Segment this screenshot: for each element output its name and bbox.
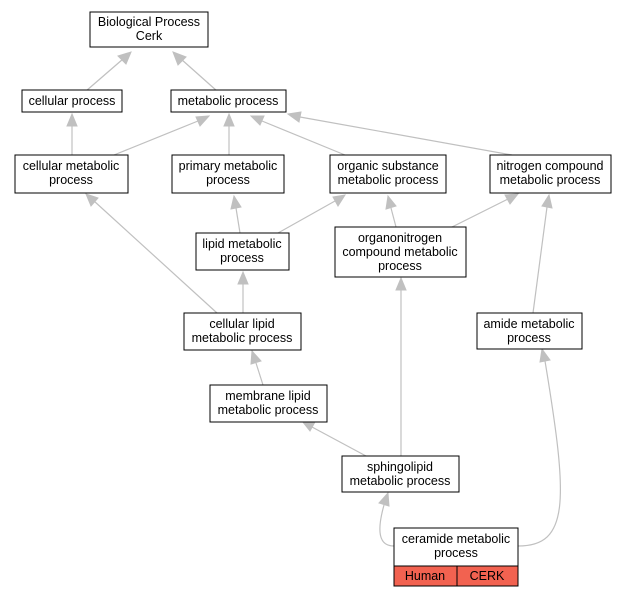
edge-celllipid-to-lipid [237, 270, 249, 313]
node-amide-metabolic-process[interactable]: amide metabolic process [476, 312, 583, 350]
node-label-line-1: cellular lipid [209, 317, 274, 331]
node-label-line-1: organonitrogen [358, 231, 442, 245]
node-ceramide-metabolic-process[interactable]: ceramide metabolic process [393, 527, 519, 567]
node-membrane-lipid-metabolic-process[interactable]: membrane lipid metabolic process [209, 384, 328, 423]
edge-lipid-to-organic [277, 194, 347, 234]
edge-sphingo-to-membrane [300, 420, 367, 457]
edge-organic-to-metabolic [249, 115, 346, 156]
edge-cellmeta-to-metabolic [113, 115, 211, 156]
node-cellular-lipid-metabolic-process[interactable]: cellular lipid metabolic process [183, 312, 302, 351]
node-label-line-2: metabolic process [192, 331, 293, 345]
node-label-line-1: amide metabolic [483, 317, 574, 331]
node-label-line-1: membrane lipid [225, 389, 311, 403]
node-label-line-2: metabolic process [218, 403, 319, 417]
node-biological-process[interactable]: Biological Process Cerk [89, 11, 209, 48]
node-label-line-1: cellular metabolic [23, 159, 120, 173]
edge-ceramide-to-sphingo [378, 491, 395, 547]
edge-organonitro-to-organic [385, 194, 397, 228]
node-label-line-2: Cerk [136, 29, 163, 43]
node-label-line-2: process [49, 173, 93, 187]
edge-lipid-to-primary [230, 194, 242, 234]
edge-amide-to-nitrogen [532, 193, 553, 314]
node-organonitrogen-compound-metabolic-process[interactable]: organonitrogen compound metabolic proces… [334, 226, 467, 278]
node-label-line-1: lipid metabolic [202, 237, 281, 251]
node-label-line-2: process [206, 173, 250, 187]
node-primary-metabolic-process[interactable]: primary metabolic process [171, 154, 285, 194]
edge-cellular-to-bp [85, 51, 132, 92]
node-lipid-metabolic-process[interactable]: lipid metabolic process [195, 232, 290, 271]
node-label-line-2: process [220, 251, 264, 265]
node-label-line-1: organic substance [337, 159, 439, 173]
annotation-row: Human CERK [393, 565, 519, 587]
edge-primary-to-metabolic [223, 112, 235, 155]
node-organic-substance-metabolic-process[interactable]: organic substance metabolic process [329, 154, 447, 194]
node-label-line-1: sphingolipid [367, 460, 433, 474]
node-label-line-1: nitrogen compound [496, 159, 603, 173]
node-cellular-process[interactable]: cellular process [21, 89, 123, 113]
node-metabolic-process[interactable]: metabolic process [170, 89, 287, 113]
node-nitrogen-compound-metabolic-process[interactable]: nitrogen compound metabolic process [489, 154, 612, 194]
node-label-line-3: process [378, 259, 422, 273]
annotation-gene-cell [456, 565, 519, 587]
node-label-line-1: ceramide metabolic [402, 532, 510, 546]
annotation-species-label: Human [405, 569, 445, 583]
edge-sphingo-to-organonitro [395, 276, 407, 456]
edge-metabolic-to-bp [172, 51, 218, 92]
node-label-line-2: metabolic process [338, 173, 439, 187]
edge-celllipid-to-cellmeta [85, 193, 218, 314]
edges [66, 51, 561, 547]
annotation-gene-label: CERK [470, 569, 505, 583]
node-cellular-metabolic-process[interactable]: cellular metabolic process [14, 154, 129, 194]
edge-cellmeta-to-cellular [66, 112, 78, 155]
edge-nitrogen-to-metabolic [286, 111, 513, 156]
edge-organonitro-to-nitrogen [451, 193, 520, 228]
node-label-line-2: metabolic process [350, 474, 451, 488]
node-label-line-2: metabolic process [500, 173, 601, 187]
node-sphingolipid-metabolic-process[interactable]: sphingolipid metabolic process [341, 455, 460, 493]
node-label-line-2: process [434, 546, 478, 560]
node-label-line-2: compound metabolic [342, 245, 457, 259]
node-label-line-2: process [507, 331, 551, 345]
node-label-line-1: Biological Process [98, 15, 200, 29]
node-label-line-1: cellular process [29, 94, 116, 108]
node-label-line-1: metabolic process [178, 94, 279, 108]
node-label-line-1: primary metabolic [179, 159, 278, 173]
edge-membrane-to-celllipid [250, 349, 264, 386]
edge-ceramide-to-amide [517, 347, 561, 547]
